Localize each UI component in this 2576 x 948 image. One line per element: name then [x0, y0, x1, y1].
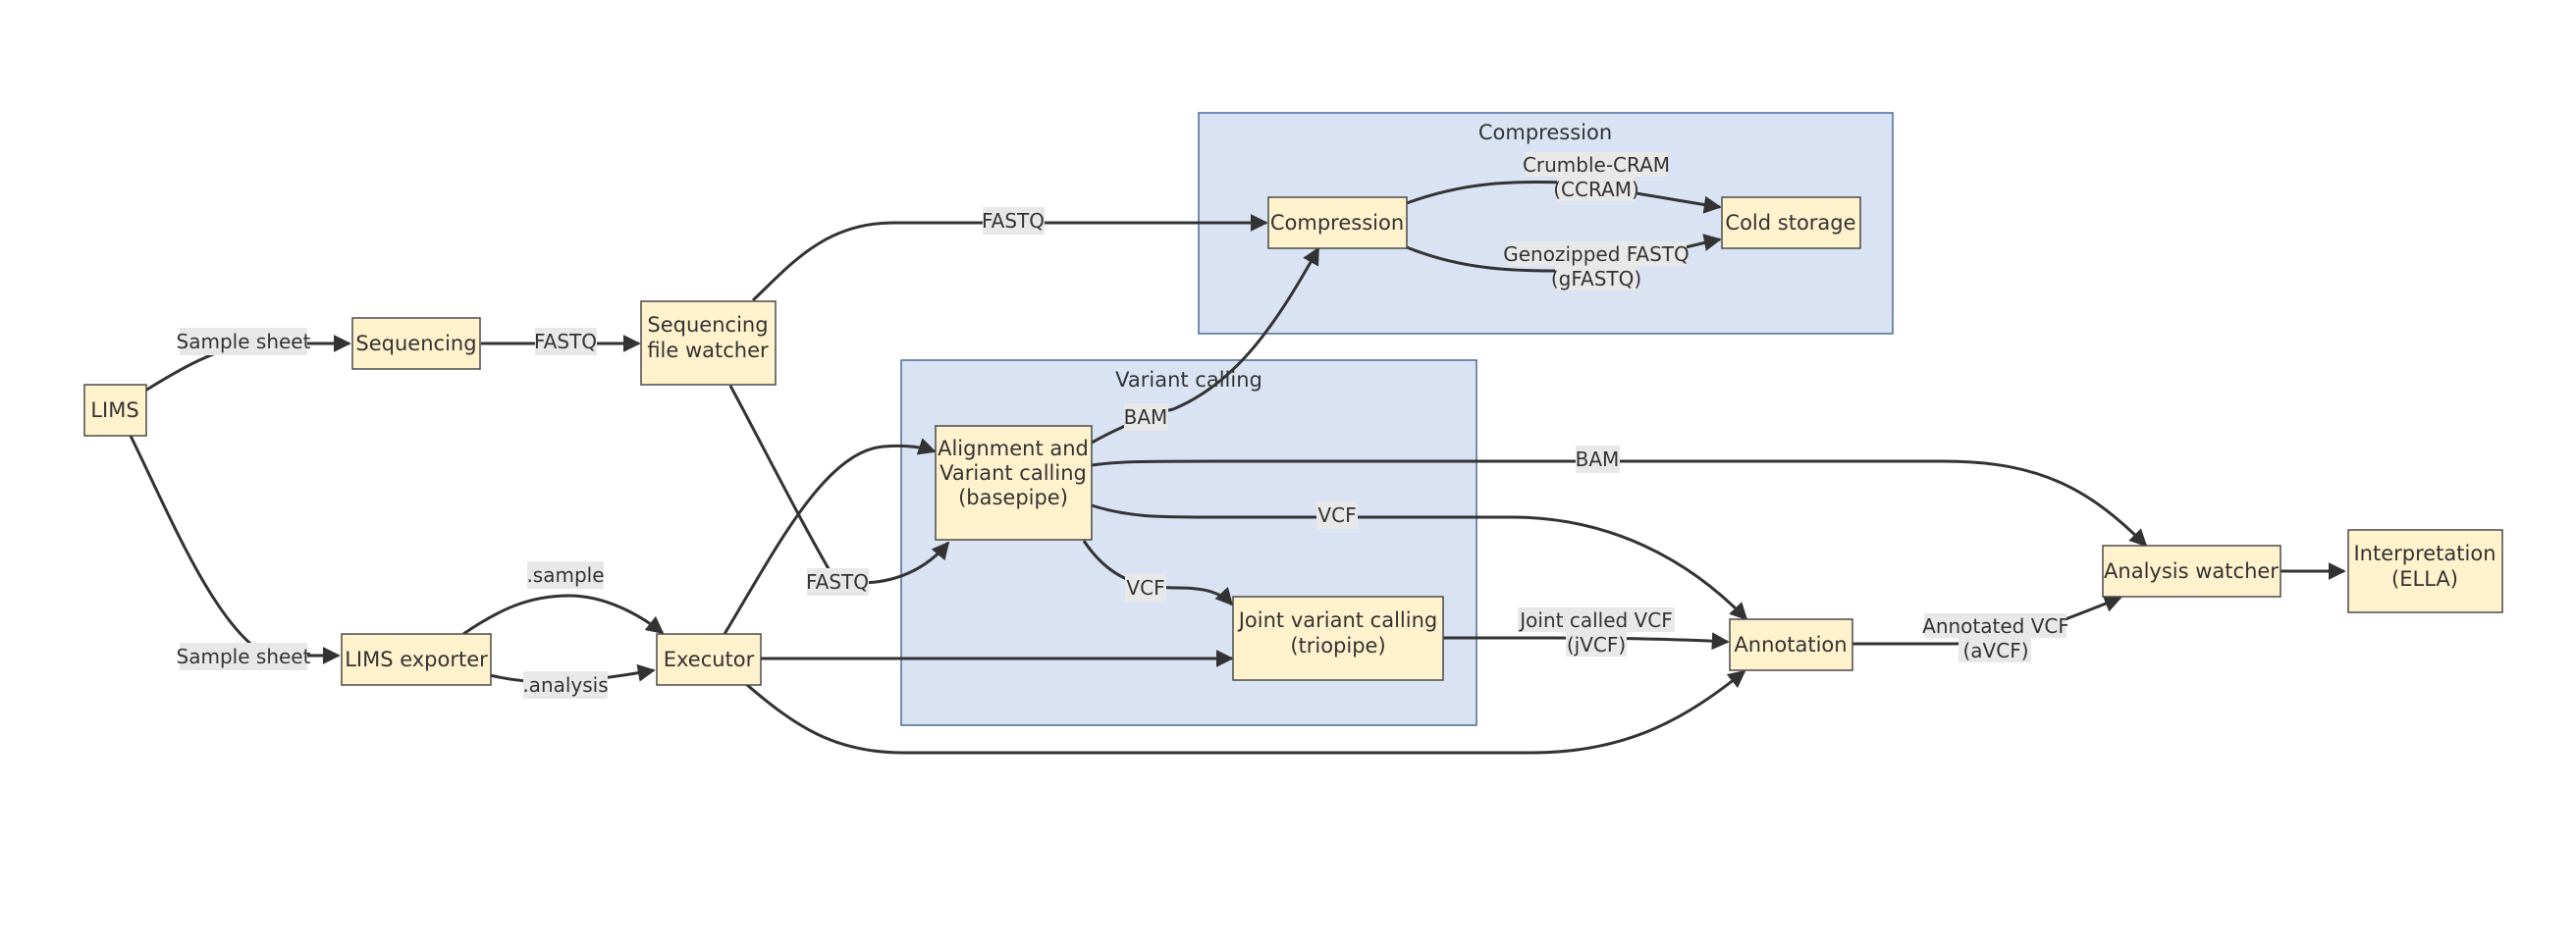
edge-basepipe-analysis-watcher	[1091, 459, 2148, 548]
svg-text:Compression: Compression	[1270, 211, 1404, 235]
svg-text:LIMS: LIMS	[90, 398, 138, 422]
svg-text:(basepipe): (basepipe)	[958, 486, 1068, 509]
node-annotation: Annotation	[1729, 618, 1853, 671]
edge-label-lims-exporter: Sample sheet	[177, 643, 311, 670]
svg-text:Sample sheet: Sample sheet	[177, 330, 311, 353]
svg-text:FASTQ: FASTQ	[806, 570, 869, 594]
node-triopipe: Joint variant calling (triopipe)	[1232, 596, 1444, 681]
edge-label-bam-compression: BAM	[1124, 403, 1168, 431]
svg-text:Interpretation: Interpretation	[2353, 542, 2496, 565]
svg-text:BAM: BAM	[1576, 448, 1620, 471]
svg-text:Crumble-CRAM: Crumble-CRAM	[1523, 153, 1670, 177]
node-basepipe: Alignment and Variant calling (basepipe)	[935, 425, 1093, 541]
edge-labels: Sample sheet Sample sheet FASTQ FASTQ FA…	[177, 152, 2069, 699]
edge-label-jvcf: Joint called VCF (jVCF)	[1518, 607, 1675, 657]
node-ella: Interpretation (ELLA)	[2347, 529, 2503, 613]
svg-text:.sample: .sample	[526, 563, 604, 587]
edge-watcher-compression	[751, 214, 1268, 302]
node-sequencing-file-watcher: Sequencing file watcher	[640, 300, 777, 386]
svg-text:(CCRAM): (CCRAM)	[1553, 178, 1639, 201]
svg-text:(ELLA): (ELLA)	[2391, 567, 2458, 591]
edge-label-ccram: Crumble-CRAM (CCRAM)	[1523, 152, 1670, 201]
svg-text:Sequencing: Sequencing	[647, 313, 768, 337]
svg-text:LIMS exporter: LIMS exporter	[345, 648, 488, 671]
svg-text:Analysis watcher: Analysis watcher	[2104, 559, 2279, 583]
svg-text:Annotated VCF: Annotated VCF	[1922, 614, 2069, 638]
svg-text:.analysis: .analysis	[522, 673, 608, 697]
svg-text:BAM: BAM	[1124, 405, 1168, 429]
svg-text:Alignment and: Alignment and	[938, 437, 1089, 460]
edge-label-avcf: Annotated VCF (aVCF)	[1922, 613, 2069, 662]
svg-text:FASTQ: FASTQ	[534, 330, 597, 353]
svg-text:Annotation: Annotation	[1734, 633, 1847, 657]
svg-text:(triopipe): (triopipe)	[1290, 634, 1385, 658]
edge-label-lims-sequencing: Sample sheet	[177, 328, 311, 355]
edge-basepipe-triopipe	[1082, 540, 1234, 606]
edge-triopipe-annotation	[1443, 632, 1730, 651]
svg-text:file watcher: file watcher	[647, 339, 769, 362]
node-executor: Executor	[656, 633, 762, 686]
svg-text:VCF: VCF	[1317, 503, 1356, 527]
edge-label-gfastq: Genozipped FASTQ (gFASTQ)	[1503, 241, 1690, 290]
edge-label-watcher-basepipe: FASTQ	[806, 568, 869, 596]
svg-text:Cold storage: Cold storage	[1725, 211, 1855, 235]
svg-text:Genozipped FASTQ: Genozipped FASTQ	[1503, 242, 1690, 266]
edge-executor-annotation	[745, 669, 1746, 755]
svg-text:Joint variant calling: Joint variant calling	[1237, 608, 1438, 632]
edge-label-seq-watcher: FASTQ	[534, 328, 597, 355]
node-cold-storage: Cold storage	[1721, 196, 1861, 249]
svg-text:(gFASTQ): (gFASTQ)	[1551, 267, 1641, 290]
edge-basepipe-annotation	[1091, 503, 1748, 621]
edge-label-exporter-sample: .sample	[526, 561, 605, 589]
svg-text:Sample sheet: Sample sheet	[177, 645, 311, 668]
node-lims: LIMS	[83, 384, 147, 437]
cluster-compression-title: Compression	[1478, 121, 1612, 144]
node-lims-exporter: LIMS exporter	[341, 633, 492, 686]
svg-text:(jVCF): (jVCF)	[1567, 633, 1626, 657]
node-analysis-watcher: Analysis watcher	[2102, 545, 2281, 598]
edge-label-vcf-triopipe: VCF	[1125, 574, 1166, 602]
svg-text:FASTQ: FASTQ	[982, 209, 1045, 233]
svg-text:Variant calling: Variant calling	[939, 461, 1087, 485]
edge-label-exporter-analysis: .analysis	[522, 671, 609, 699]
edge-label-vcf-annotation: VCF	[1316, 501, 1358, 529]
edge-lims-lims-exporter	[129, 435, 341, 664]
edge-exporter-executor-sample	[462, 594, 665, 636]
node-sequencing: Sequencing	[351, 317, 481, 370]
svg-text:VCF: VCF	[1126, 576, 1164, 600]
edge-label-watcher-compression: FASTQ	[982, 207, 1045, 235]
svg-text:Executor: Executor	[664, 648, 755, 671]
edge-label-bam-analysis-watcher: BAM	[1576, 446, 1620, 473]
cluster-variant-calling-title: Variant calling	[1115, 368, 1262, 392]
svg-text:Sequencing: Sequencing	[355, 332, 476, 355]
svg-text:Joint called VCF: Joint called VCF	[1518, 608, 1672, 632]
svg-text:(aVCF): (aVCF)	[1962, 639, 2028, 662]
edge-executor-basepipe	[723, 438, 937, 635]
node-compression: Compression	[1267, 196, 1408, 249]
